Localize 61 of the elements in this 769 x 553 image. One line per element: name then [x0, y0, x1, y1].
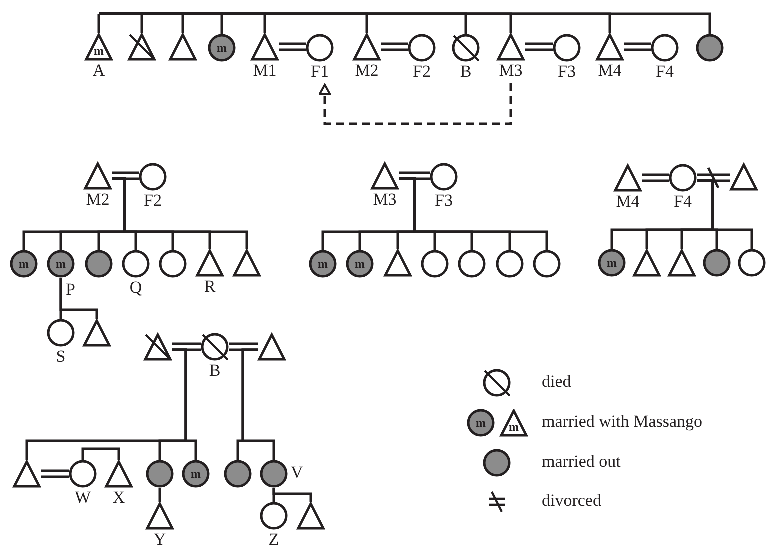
massango-mark: m: [318, 258, 328, 270]
marriage-sign: [110, 172, 140, 180]
legend-label: died: [542, 372, 572, 392]
person-label: V: [291, 464, 304, 482]
descent-line: [172, 348, 198, 460]
person-label: M3: [499, 62, 523, 80]
massango-mark: m: [217, 42, 227, 54]
legend-label: divorced: [542, 491, 602, 511]
massango-mark: m: [355, 258, 365, 270]
massango-mark: m: [509, 421, 519, 433]
massango-mark: m: [476, 417, 486, 429]
descent-line: [82, 448, 120, 460]
marriage-sign: [380, 42, 410, 52]
person-label: W: [74, 489, 92, 507]
person-label: F2: [144, 192, 162, 210]
descent-line: [399, 178, 548, 250]
marriage-sign: [622, 42, 652, 52]
marriage-sign: [278, 42, 308, 52]
massango-mark: m: [94, 45, 104, 57]
dashed-arrow: [319, 83, 512, 126]
person-label: M2: [86, 191, 110, 209]
person-label: F2: [413, 63, 431, 81]
person-label: M2: [355, 62, 379, 80]
descent-line: [158, 488, 162, 502]
person-label: F3: [558, 63, 576, 81]
descent-line: [60, 278, 98, 319]
massango-mark: m: [607, 257, 617, 269]
person-label: P: [66, 281, 76, 299]
descent-line: [242, 348, 276, 460]
descent-line: [697, 180, 754, 249]
person-label: F1: [311, 63, 329, 81]
person-label: A: [92, 62, 106, 80]
sibling-line: [98, 12, 100, 33]
legend-label: married with Massango: [542, 412, 703, 432]
descent-line: [272, 488, 312, 502]
person-label: B: [209, 362, 221, 380]
person-label: Z: [268, 531, 280, 549]
person-label: F4: [674, 193, 692, 211]
divorce-sign: [696, 166, 732, 190]
person-label: R: [204, 278, 216, 296]
marriage-sign: [40, 470, 70, 478]
massango-mark: m: [19, 258, 29, 270]
person-label: M4: [598, 62, 622, 80]
person-label: M4: [616, 193, 640, 211]
marriage-sign: [524, 42, 554, 52]
legend-label: married out: [542, 452, 621, 472]
person-label: M3: [373, 191, 397, 209]
person-label: Y: [154, 531, 166, 549]
person-label: Q: [130, 279, 142, 297]
person-label: S: [56, 348, 66, 366]
person-label: M1: [253, 62, 277, 80]
marriage-sign: [170, 342, 202, 352]
person-label: F3: [435, 192, 453, 210]
person-label: F4: [656, 63, 674, 81]
massango-mark: m: [191, 468, 201, 480]
marriage-sign: [640, 174, 670, 182]
marriage-sign: [228, 342, 260, 352]
person-label: X: [112, 489, 126, 507]
massango-mark: m: [56, 258, 66, 270]
marriage-sign: [398, 172, 432, 180]
person-label: B: [460, 63, 472, 81]
